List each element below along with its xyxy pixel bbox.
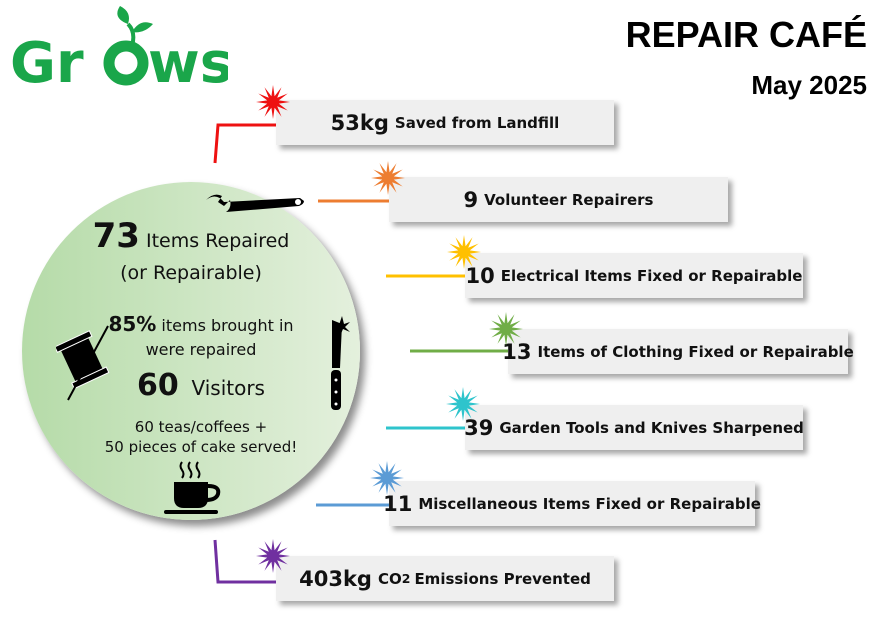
stat-electrical: 10 Electrical Items Fixed or Repairable (465, 253, 803, 298)
visitors-count: 60 (137, 368, 179, 403)
svg-text:ws: ws (148, 31, 228, 92)
co2-label: CO (377, 569, 402, 588)
stat-label: Emissions Prevented (414, 569, 591, 588)
starburst-icon (447, 235, 481, 269)
repair-percent: 85% (108, 312, 157, 336)
summary-circle: 73 Items Repaired (or Repairable) 85% it… (22, 182, 360, 520)
stat-label: Saved from Landfill (394, 113, 560, 132)
wrench-icon (206, 194, 304, 212)
starburst-icon (446, 387, 480, 421)
percent-label: items brought in (161, 316, 294, 335)
stat-landfill: 53kg Saved from Landfill (276, 100, 614, 145)
stat-label: Garden Tools and Knives Sharpened (499, 418, 804, 437)
starburst-icon (256, 539, 290, 573)
items-repaired-sub: (or Repairable) (120, 262, 262, 284)
starburst-icon (489, 312, 523, 346)
co2-subscript: 2 (401, 571, 411, 586)
visitors-label: Visitors (191, 376, 265, 400)
stat-label: Volunteer Repairers (484, 190, 654, 209)
refreshments-line-1: 60 teas/coffees + (134, 418, 268, 436)
coffee-cup-icon (164, 461, 221, 514)
grows-logo: Gr ws (10, 6, 228, 92)
stat-value: 403kg (299, 566, 372, 591)
items-repaired-label: Items Repaired (146, 230, 290, 252)
starburst-icon (256, 85, 290, 119)
stat-label: Items of Clothing Fixed or Repairable (537, 342, 854, 361)
stat-value: 39 (464, 415, 494, 440)
starburst-icon (370, 461, 404, 495)
stat-value: 10 (465, 263, 495, 288)
event-date: May 2025 (751, 70, 867, 100)
stat-label: Miscellaneous Items Fixed or Repairable (418, 494, 761, 513)
knife-icon (331, 316, 350, 410)
stat-value: 11 (383, 491, 413, 516)
stat-clothing: 13 Items of Clothing Fixed or Repairable (502, 329, 854, 374)
stat-label: Electrical Items Fixed or Repairable (500, 266, 803, 285)
percent-label-2: were repaired (145, 340, 257, 359)
starburst-icon (371, 161, 405, 195)
thread-spool-icon (56, 325, 110, 401)
refreshments-line-2: 50 pieces of cake served! (104, 438, 298, 456)
stat-garden-tools: 39 Garden Tools and Knives Sharpened (464, 405, 804, 450)
stat-value: 9 (463, 187, 479, 212)
stat-value: 53kg (330, 110, 389, 135)
page-title: REPAIR CAFÉ (625, 14, 867, 55)
stat-volunteers: 9 Volunteer Repairers (389, 177, 728, 222)
stat-miscellaneous: 11 Miscellaneous Items Fixed or Repairabl… (383, 481, 761, 526)
stat-value: 13 (502, 339, 532, 364)
items-repaired-count: 73 (92, 216, 140, 256)
svg-text:Gr: Gr (10, 31, 84, 92)
